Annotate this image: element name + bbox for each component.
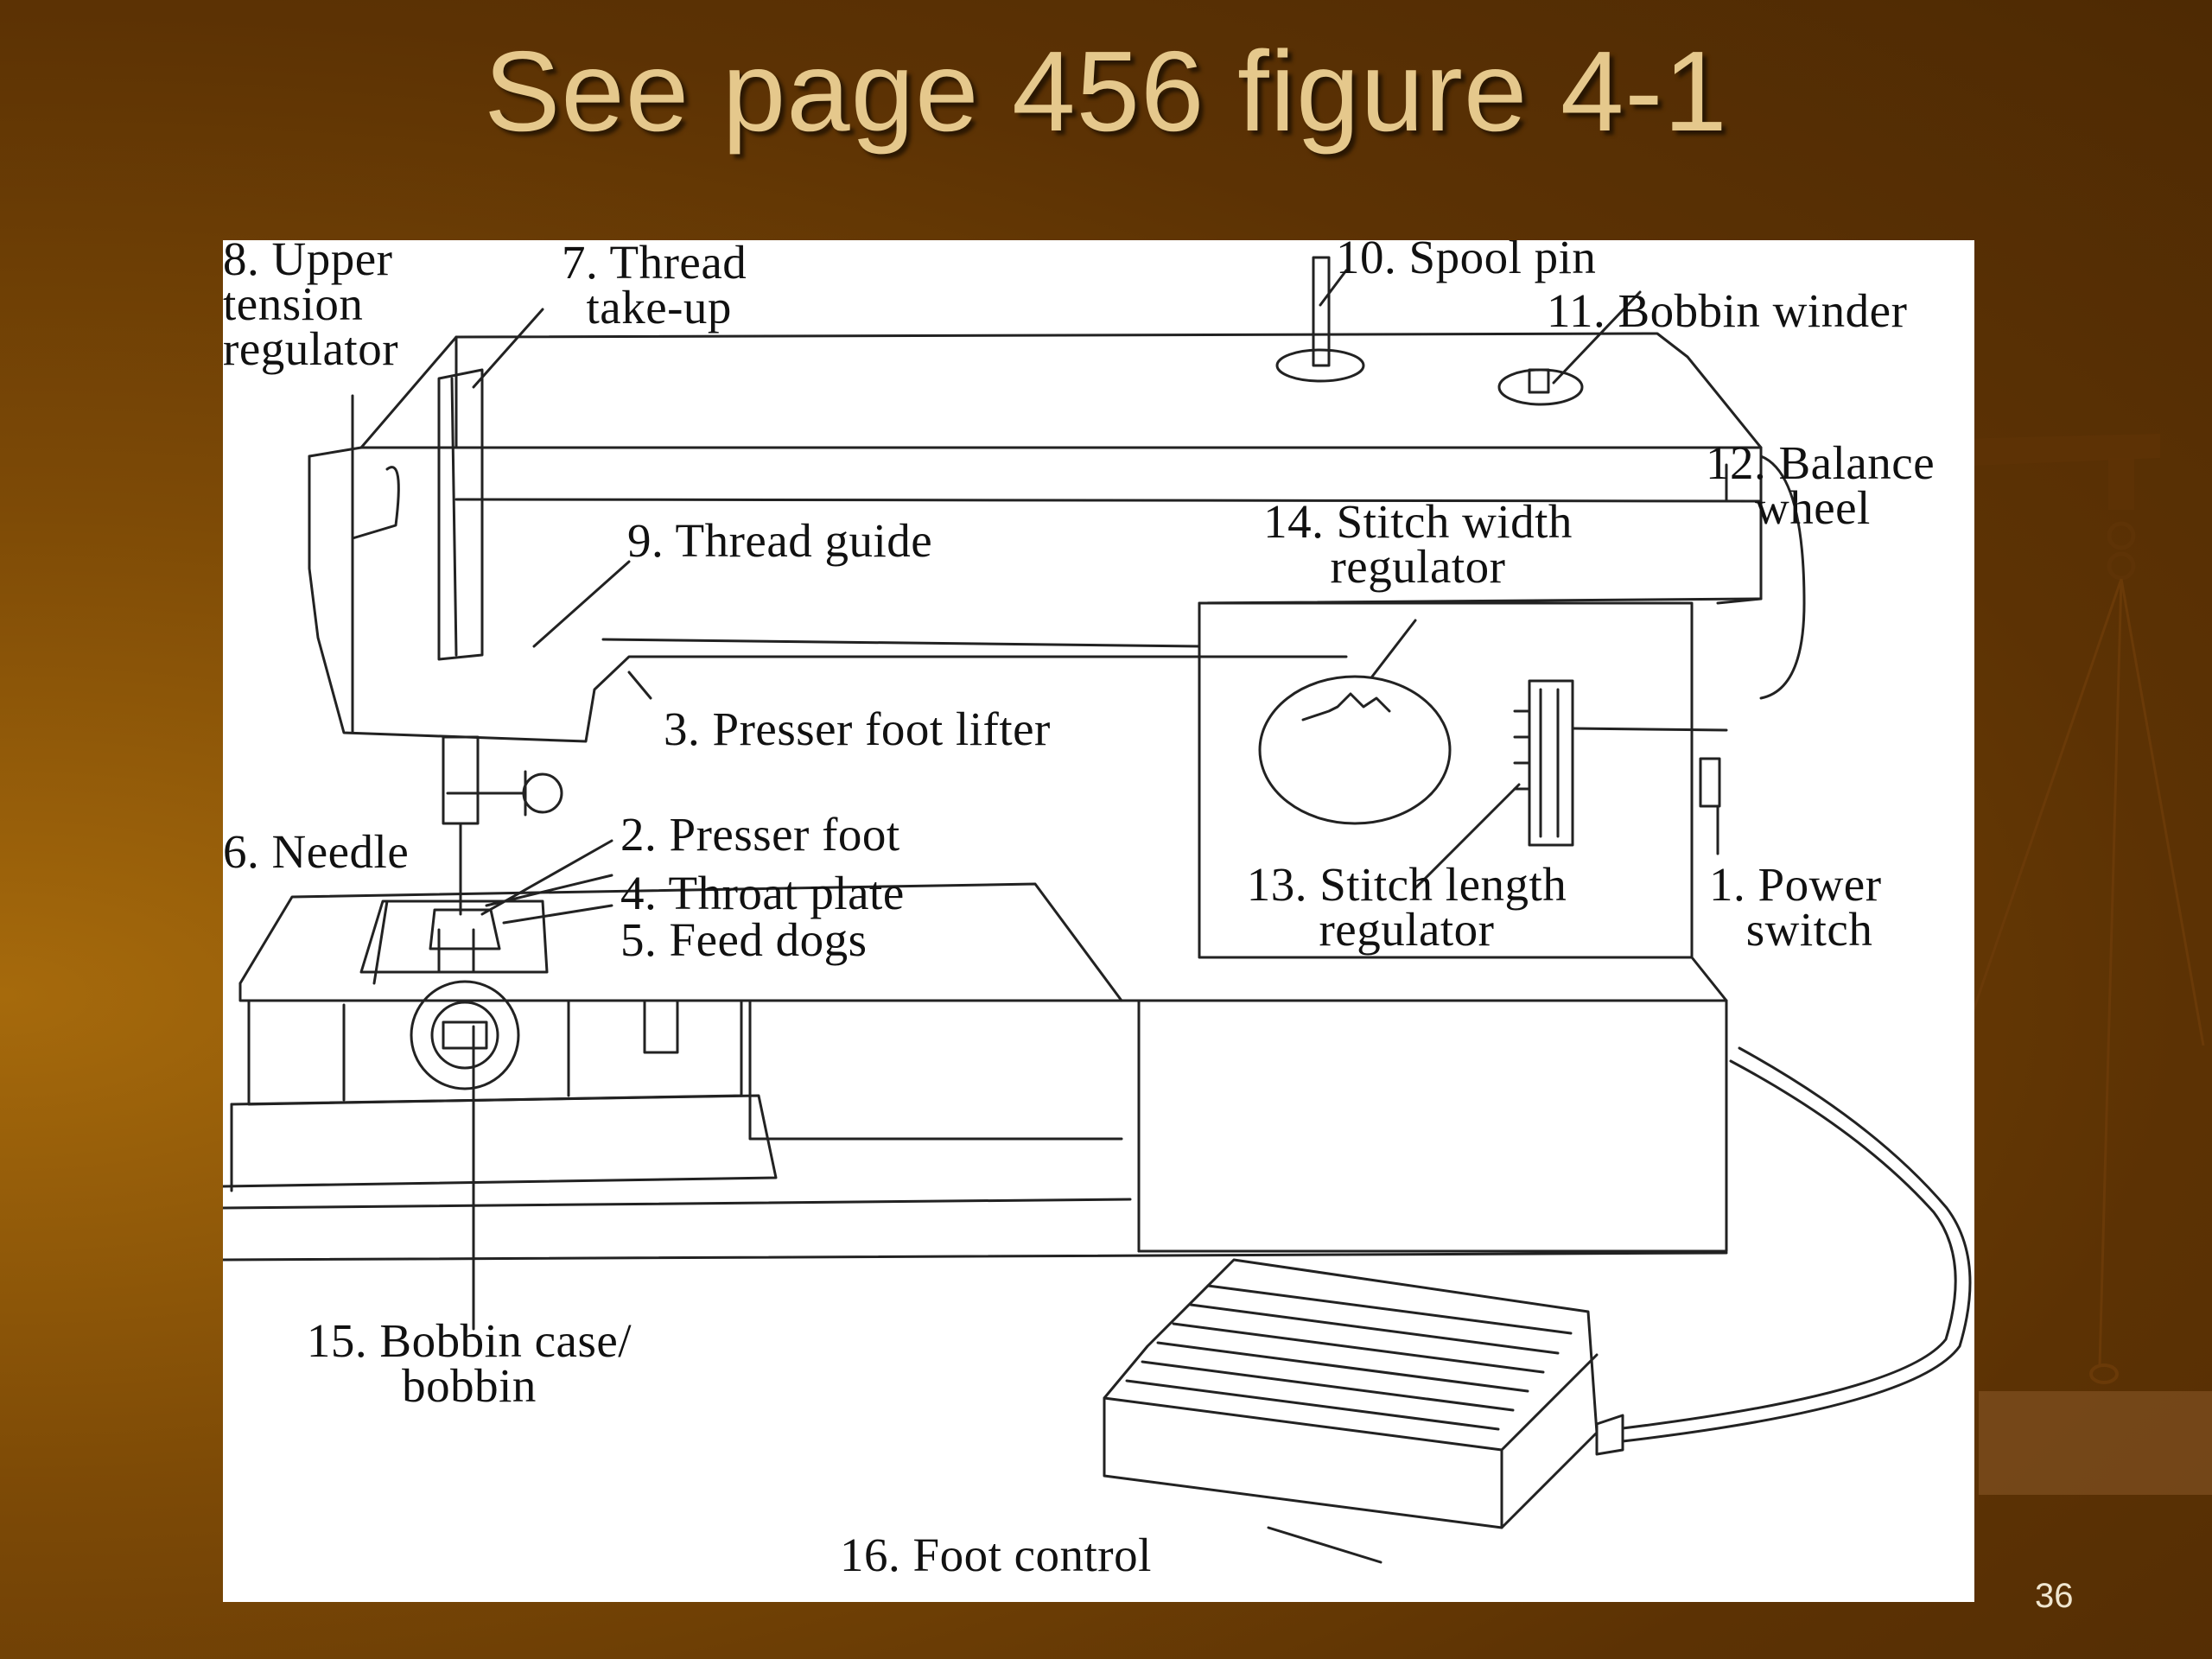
scale-of-justice-icon	[1953, 434, 2212, 1495]
sewing-machine-diagram: 8. Upper tension regulator 7. Thread tak…	[223, 240, 1974, 1602]
label-power-switch: 1. Power switch	[1709, 858, 1882, 956]
sewing-machine-drawing	[223, 256, 1972, 1564]
label-bobbin-case-bobbin: 15. Bobbin case/ bobbin	[306, 1314, 632, 1412]
label-balance-wheel: 12. Balance wheel	[1706, 436, 1936, 534]
slide-title: See page 456 figure 4-1	[484, 28, 1728, 155]
label-presser-foot: 2. Presser foot	[620, 808, 900, 861]
label-spool-pin: 10. Spool pin	[1336, 240, 1597, 283]
label-bobbin-winder: 11. Bobbin winder	[1547, 284, 1908, 337]
label-throat-plate: 4. Throat plate	[620, 867, 905, 919]
label-feed-dogs: 5. Feed dogs	[620, 913, 868, 966]
label-stitch-width-regulator: 14. Stitch width regulator	[1263, 495, 1573, 593]
label-upper-tension-regulator: 8. Upper tension regulator	[223, 240, 399, 375]
label-foot-control: 16. Foot control	[840, 1529, 1152, 1581]
label-thread-take-up: 7. Thread take-up	[562, 240, 747, 334]
page-number: 36	[2035, 1577, 2074, 1615]
label-needle: 6. Needle	[223, 825, 410, 878]
label-thread-guide: 9. Thread guide	[627, 514, 933, 567]
label-stitch-length-regulator: 13. Stitch length regulator	[1246, 858, 1567, 956]
label-presser-foot-lifter: 3. Presser foot lifter	[664, 702, 1051, 755]
